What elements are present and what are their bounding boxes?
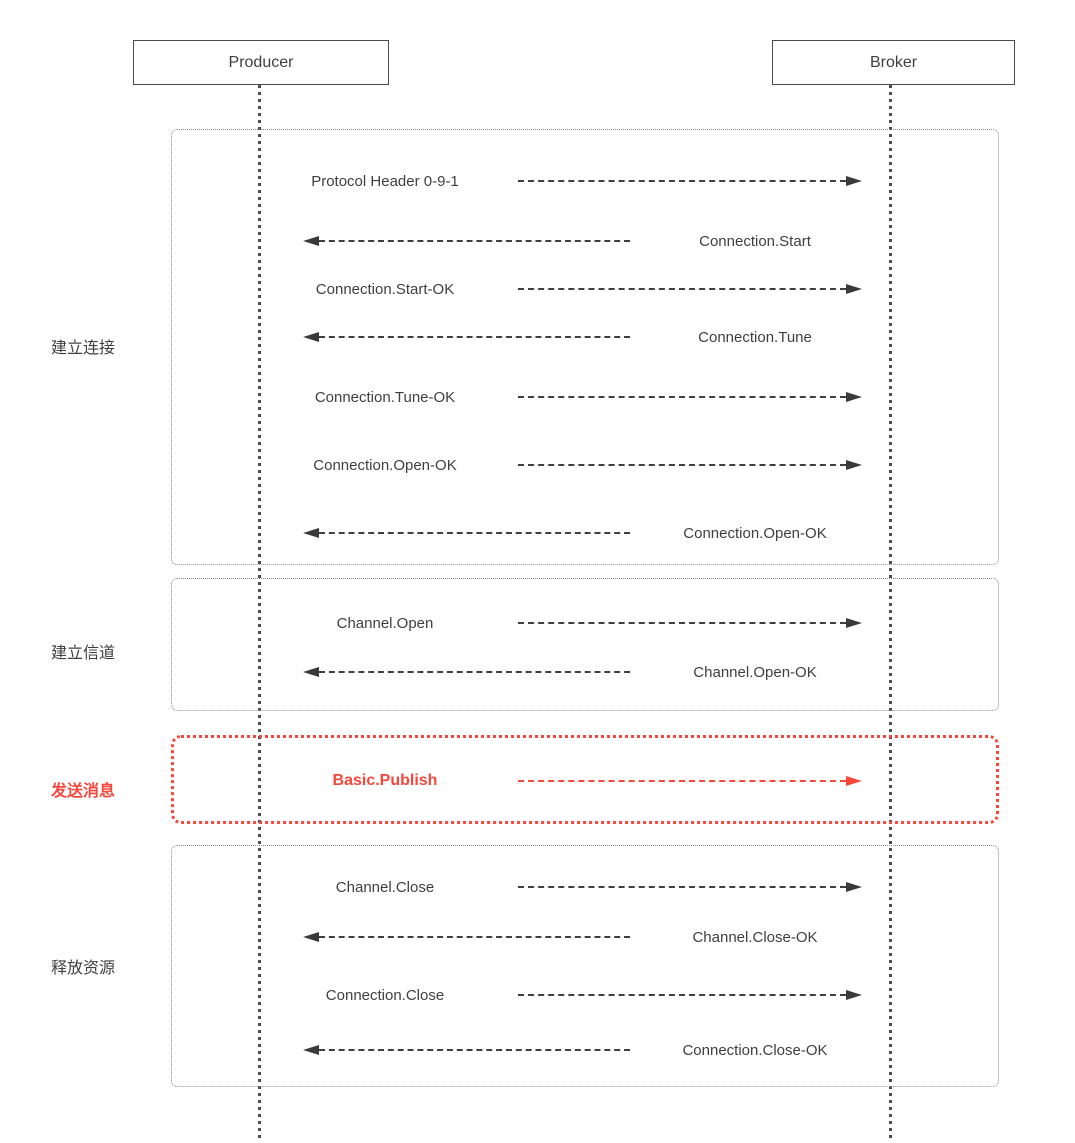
- actor-box-producer: Producer: [133, 40, 389, 85]
- message-row-12: Connection.Close: [0, 983, 1075, 1007]
- phase-label-0: 建立连接: [50, 340, 115, 357]
- message-label: Connection.Close-OK: [682, 1041, 828, 1059]
- actor-label-broker: Broker: [869, 53, 918, 71]
- message-row-11: Channel.Close-OK: [0, 925, 1075, 949]
- message-row-10: Channel.Close: [0, 875, 1075, 899]
- dashed-arrow-line: [319, 1049, 630, 1051]
- lifeline-broker: [889, 85, 892, 1138]
- arrow-right-icon: [846, 882, 862, 892]
- phase-label-2: 发送消息: [50, 783, 115, 800]
- message-label: Connection.Close: [325, 986, 445, 1004]
- dashed-arrow-line: [518, 464, 846, 466]
- phase-group-box-0: [171, 129, 999, 565]
- arrow-left-icon: [303, 332, 319, 342]
- phase-label-3: 释放资源: [50, 960, 115, 977]
- message-row-7: Channel.Open: [0, 611, 1075, 635]
- dashed-arrow-line: [319, 336, 630, 338]
- message-label: Channel.Open: [336, 614, 434, 632]
- message-row-3: Connection.Tune: [0, 325, 1075, 349]
- message-row-4: Connection.Tune-OK: [0, 385, 1075, 409]
- arrow-right-icon: [846, 990, 862, 1000]
- phase-group-box-3: [171, 845, 999, 1087]
- dashed-arrow-line: [518, 994, 846, 996]
- dashed-arrow-line: [518, 396, 846, 398]
- message-label: Connection.Open-OK: [313, 456, 457, 474]
- dashed-arrow-line: [319, 240, 630, 242]
- message-row-9: Basic.Publish: [0, 769, 1075, 793]
- message-row-1: Connection.Start: [0, 229, 1075, 253]
- message-label: Basic.Publish: [332, 772, 438, 789]
- message-label: Channel.Open-OK: [693, 663, 817, 681]
- arrow-right-icon: [846, 176, 862, 186]
- dashed-arrow-line: [518, 622, 846, 624]
- message-row-8: Channel.Open-OK: [0, 660, 1075, 684]
- actor-box-broker: Broker: [772, 40, 1015, 85]
- actor-label-producer: Producer: [228, 53, 294, 71]
- arrow-right-icon: [846, 460, 862, 470]
- arrow-right-icon: [846, 284, 862, 294]
- message-row-2: Connection.Start-OK: [0, 277, 1075, 301]
- phase-group-box-1: [171, 578, 999, 711]
- arrow-right-icon: [846, 776, 862, 786]
- message-label: Connection.Start-OK: [315, 280, 455, 298]
- arrow-left-icon: [303, 932, 319, 942]
- message-label: Channel.Close: [335, 878, 435, 896]
- lifeline-producer: [258, 85, 261, 1138]
- arrow-left-icon: [303, 236, 319, 246]
- dashed-arrow-line: [518, 180, 846, 182]
- message-row-5: Connection.Open-OK: [0, 453, 1075, 477]
- dashed-arrow-line: [319, 532, 630, 534]
- message-row-6: Connection.Open-OK: [0, 521, 1075, 545]
- arrow-left-icon: [303, 528, 319, 538]
- arrow-left-icon: [303, 1045, 319, 1055]
- arrow-right-icon: [846, 392, 862, 402]
- dashed-arrow-line: [319, 936, 630, 938]
- message-row-13: Connection.Close-OK: [0, 1038, 1075, 1062]
- message-label: Protocol Header 0-9-1: [311, 172, 459, 190]
- message-label: Connection.Tune-OK: [314, 388, 456, 406]
- message-label: Connection.Start: [699, 232, 811, 250]
- message-label: Connection.Open-OK: [683, 524, 827, 542]
- dashed-arrow-line: [518, 288, 846, 290]
- dashed-arrow-line: [319, 671, 630, 673]
- arrow-left-icon: [303, 667, 319, 677]
- arrow-right-icon: [846, 618, 862, 628]
- phase-label-1: 建立信道: [50, 645, 115, 662]
- message-row-0: Protocol Header 0-9-1: [0, 169, 1075, 193]
- message-label: Channel.Close-OK: [692, 928, 818, 946]
- dashed-arrow-line: [518, 780, 846, 782]
- message-label: Connection.Tune: [698, 328, 812, 346]
- dashed-arrow-line: [518, 886, 846, 888]
- phase-group-box-2: [171, 735, 999, 824]
